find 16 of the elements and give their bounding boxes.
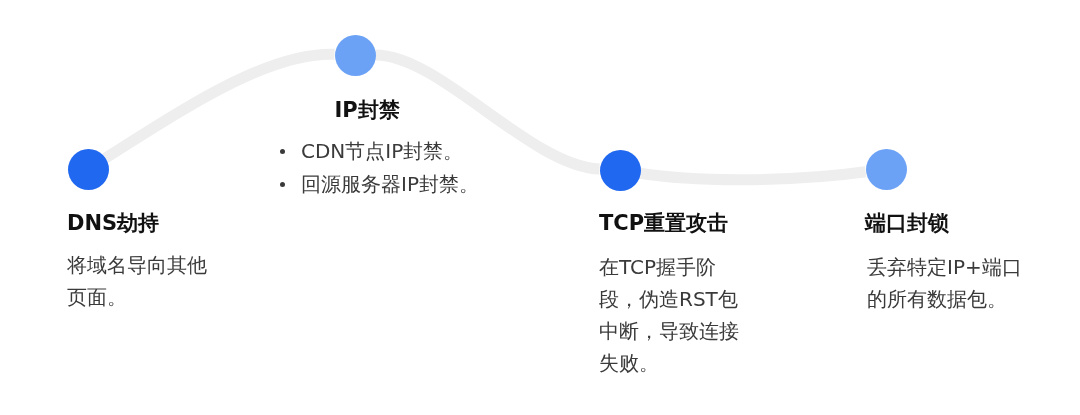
connector-line	[102, 48, 335, 163]
stage-description: 将域名导向其他页面。	[67, 252, 208, 311]
connector-line	[639, 166, 867, 186]
stage-description: 丢弃特定IP+端口的所有数据包。	[867, 254, 1023, 313]
milestone-circle	[865, 148, 907, 190]
stage-heading: TCP重置攻击	[599, 210, 729, 237]
stage-heading: 端口封锁	[865, 210, 949, 237]
stage-heading: IP封禁	[333, 97, 401, 124]
connector-line	[374, 49, 601, 175]
bullet-text: CDN节点IP封禁。	[301, 138, 464, 165]
stage-description: 在TCP握手阶段，伪造RST包中断，导致连接失败。	[599, 254, 740, 377]
milestone-circle	[599, 149, 641, 191]
bullet-text: 回源服务器IP封禁。	[301, 171, 479, 198]
milestone-circle	[67, 148, 109, 190]
stage-heading: DNS劫持	[67, 210, 160, 237]
milestone-circle	[334, 34, 376, 76]
